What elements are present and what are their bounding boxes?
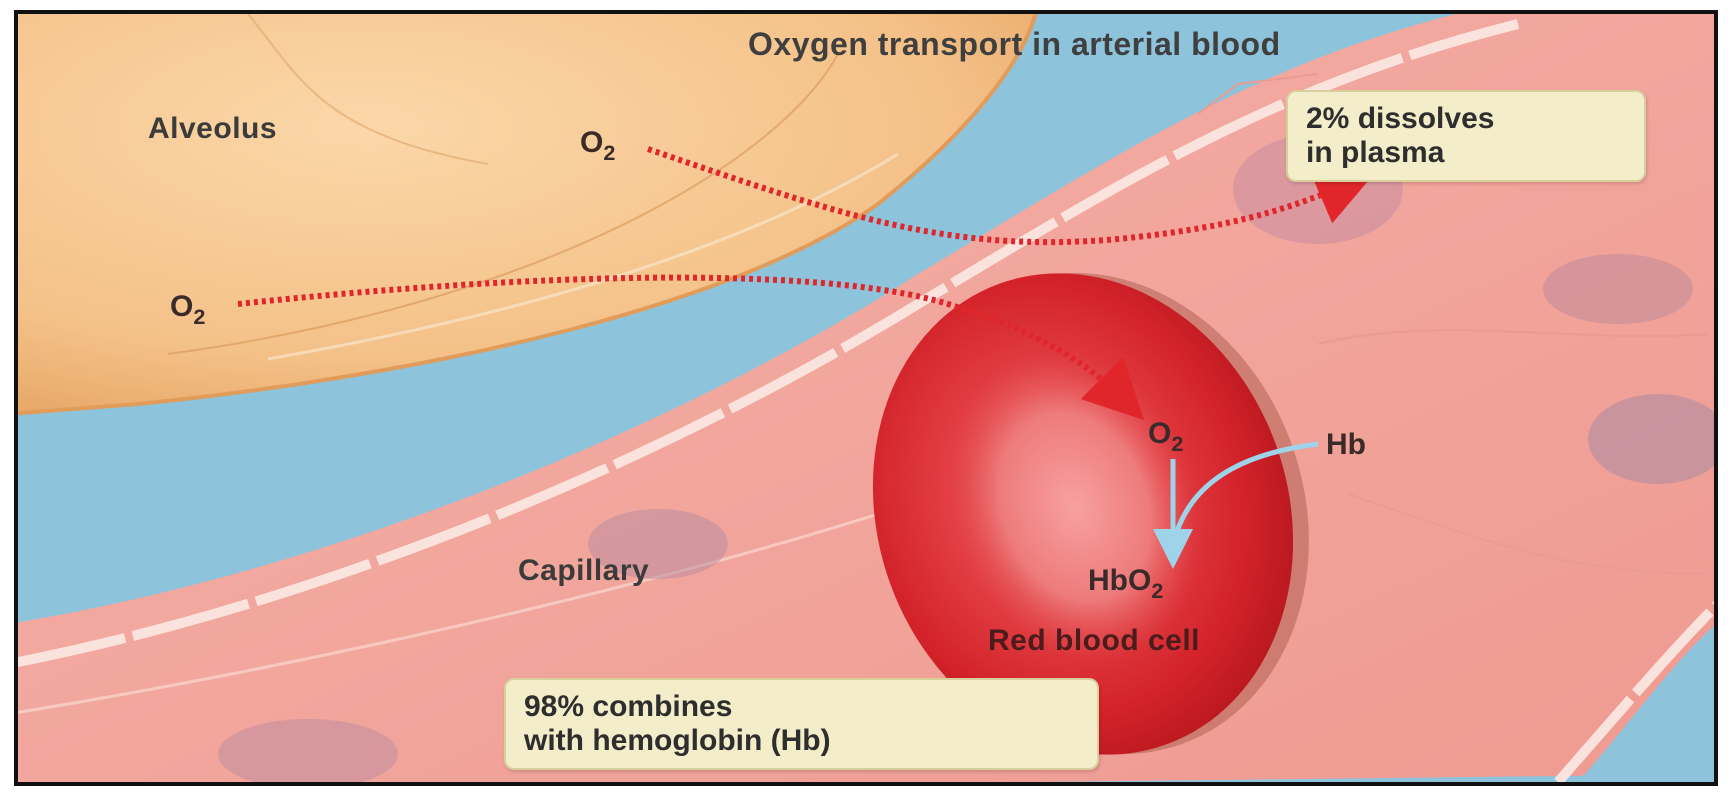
- figure-frame: Oxygen transport in arterial blood Alveo…: [14, 10, 1718, 786]
- hbo2-label: HbO2: [1088, 564, 1163, 598]
- callout-plasma: 2% dissolves in plasma: [1286, 90, 1646, 182]
- o2-label-upper: O2: [580, 126, 615, 160]
- o2-label-rbc: O2: [1148, 417, 1183, 451]
- label-capillary: Capillary: [518, 554, 649, 588]
- hb-label: Hb: [1326, 428, 1366, 462]
- callout-hemoglobin: 98% combines with hemoglobin (Hb): [504, 678, 1099, 770]
- callout-plasma-line2: in plasma: [1306, 136, 1626, 170]
- callout-hemoglobin-line2: with hemoglobin (Hb): [524, 724, 1079, 758]
- diagram-title: Oxygen transport in arterial blood: [748, 26, 1281, 63]
- callout-hemoglobin-line1: 98% combines: [524, 690, 1079, 724]
- label-alveolus: Alveolus: [148, 112, 277, 146]
- callout-plasma-line1: 2% dissolves: [1306, 102, 1626, 136]
- o2-label-lower: O2: [170, 290, 205, 324]
- label-red-blood-cell: Red blood cell: [988, 624, 1200, 658]
